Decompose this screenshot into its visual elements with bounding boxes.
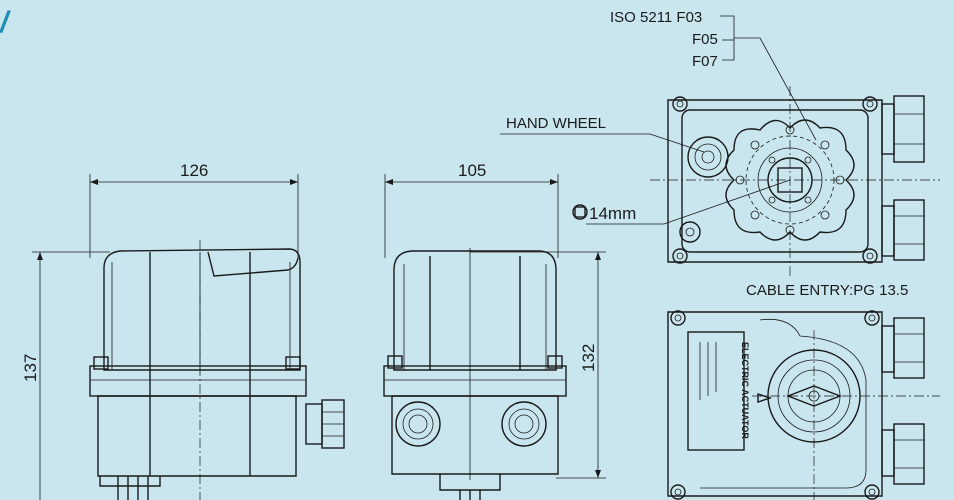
iso-label: ISO 5211 F03 — [610, 9, 702, 26]
cable-entry-label: CABLE ENTRY:PG 13.5 — [746, 282, 908, 299]
f05-label: F05 — [692, 31, 718, 48]
callouts: ISO 5211 F03 F05 F07 HAND WHEEL 14mm CAB… — [500, 9, 908, 299]
dim-front-height: 137 — [21, 354, 40, 382]
top-view — [650, 86, 940, 278]
dim-side-height: 132 — [579, 344, 598, 372]
dim-side-width: 105 — [458, 161, 486, 180]
nameplate-title: ELECTRIC ACTUATOR — [740, 342, 750, 439]
corner-mark: / — [0, 6, 11, 39]
square-drive-icon — [572, 204, 588, 220]
hand-wheel-label: HAND WHEEL — [506, 115, 606, 132]
f07-label: F07 — [692, 53, 718, 70]
nameplate-view: ELECTRIC ACTUATOR — [667, 310, 940, 500]
side-view: 105 132 — [383, 161, 606, 500]
dim-front-width: 126 — [180, 161, 208, 180]
square-drive-label: 14mm — [589, 204, 636, 223]
front-view: 126 137 — [21, 161, 345, 500]
